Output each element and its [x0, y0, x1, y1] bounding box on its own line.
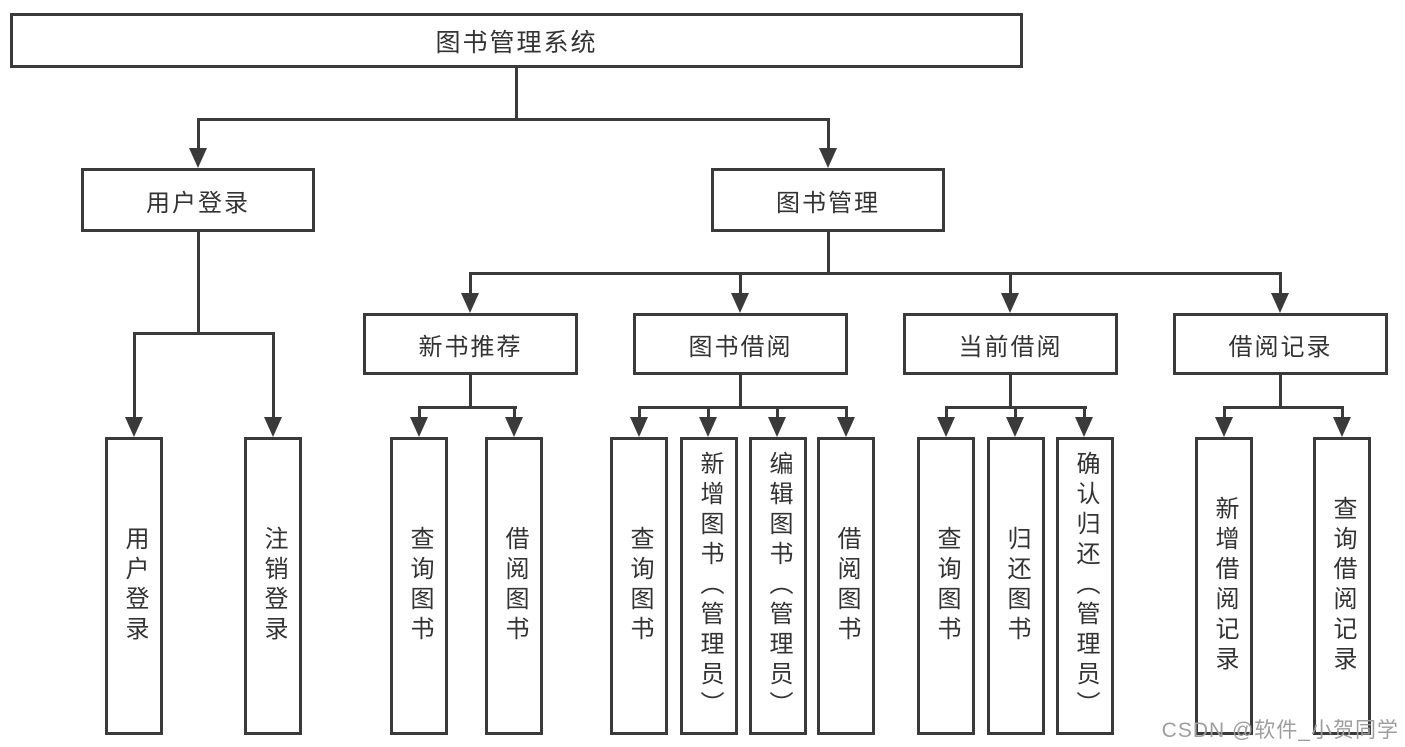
connector-line: [469, 272, 472, 295]
connector-line: [197, 118, 830, 121]
arrow-down-icon: [699, 417, 717, 437]
arrow-down-icon: [1075, 417, 1093, 437]
connector-line: [1223, 406, 1226, 419]
connector-line: [638, 406, 848, 409]
arrow-down-icon: [189, 148, 207, 168]
connector-line: [197, 232, 200, 335]
leaf-return-books: 归还图书: [987, 437, 1045, 735]
connector-line: [513, 406, 516, 419]
arrow-down-icon: [937, 417, 955, 437]
node-book-management: 图书管理: [711, 168, 945, 232]
leaf-borrow-books-2: 借阅图书: [817, 437, 875, 735]
node-current-borrow: 当前借阅: [903, 313, 1118, 375]
connector-line: [827, 118, 830, 150]
connector-line: [469, 375, 472, 409]
connector-line: [945, 406, 948, 419]
connector-line: [739, 272, 742, 295]
connector-line: [827, 232, 830, 275]
arrow-down-icon: [505, 417, 523, 437]
connector-line: [1009, 375, 1012, 409]
leaf-user-login: 用户登录: [105, 437, 163, 735]
connector-line: [133, 332, 275, 335]
connector-line: [776, 406, 779, 419]
connector-line: [845, 406, 848, 419]
connector-line: [1223, 406, 1344, 409]
arrow-down-icon: [768, 417, 786, 437]
connector-line: [739, 375, 742, 409]
connector-line: [197, 118, 200, 150]
connector-line: [1009, 272, 1012, 295]
connector-line: [1279, 375, 1282, 409]
connector-line: [1083, 406, 1086, 419]
connector-line: [515, 68, 518, 120]
arrow-down-icon: [264, 417, 282, 437]
arrow-down-icon: [410, 417, 428, 437]
arrow-down-icon: [1271, 293, 1289, 313]
node-user-login: 用户登录: [81, 168, 315, 232]
connector-line: [707, 406, 710, 419]
leaf-query-books-2: 查询图书: [610, 437, 668, 735]
leaf-logout-login: 注销登录: [244, 437, 302, 735]
leaf-add-borrow-record: 新增借阅记录: [1195, 437, 1253, 735]
arrow-down-icon: [837, 417, 855, 437]
connector-line: [1279, 272, 1282, 295]
connector-line: [1341, 406, 1344, 419]
leaf-edit-books-admin: 编辑图书（管理员）: [749, 437, 807, 735]
node-borrow-records: 借阅记录: [1173, 313, 1388, 375]
leaf-query-borrow-record: 查询借阅记录: [1313, 437, 1371, 735]
connector-line: [133, 332, 136, 419]
connector-line: [1014, 406, 1017, 419]
connector-line: [418, 406, 517, 409]
arrow-down-icon: [125, 417, 143, 437]
arrow-down-icon: [1215, 417, 1233, 437]
arrow-down-icon: [1001, 293, 1019, 313]
arrow-down-icon: [819, 148, 837, 168]
arrow-down-icon: [1006, 417, 1024, 437]
csdn-watermark: CSDN @软件_小贺同学: [1161, 719, 1399, 742]
arrow-down-icon: [461, 293, 479, 313]
connector-line: [469, 272, 1282, 275]
connector-line: [418, 406, 421, 419]
leaf-query-books-3: 查询图书: [917, 437, 975, 735]
arrow-down-icon: [1333, 417, 1351, 437]
leaf-query-books-1: 查询图书: [390, 437, 448, 735]
leaf-confirm-return-admin: 确认归还（管理员）: [1056, 437, 1114, 735]
connector-line: [272, 332, 275, 419]
leaf-borrow-books-1: 借阅图书: [485, 437, 543, 735]
node-book-borrow: 图书借阅: [633, 313, 848, 375]
arrow-down-icon: [731, 293, 749, 313]
arrow-down-icon: [630, 417, 648, 437]
leaf-add-books-admin: 新增图书（管理员）: [680, 437, 738, 735]
node-new-book-recommend: 新书推荐: [363, 313, 578, 375]
node-root: 图书管理系统: [10, 13, 1023, 68]
connector-line: [638, 406, 641, 419]
